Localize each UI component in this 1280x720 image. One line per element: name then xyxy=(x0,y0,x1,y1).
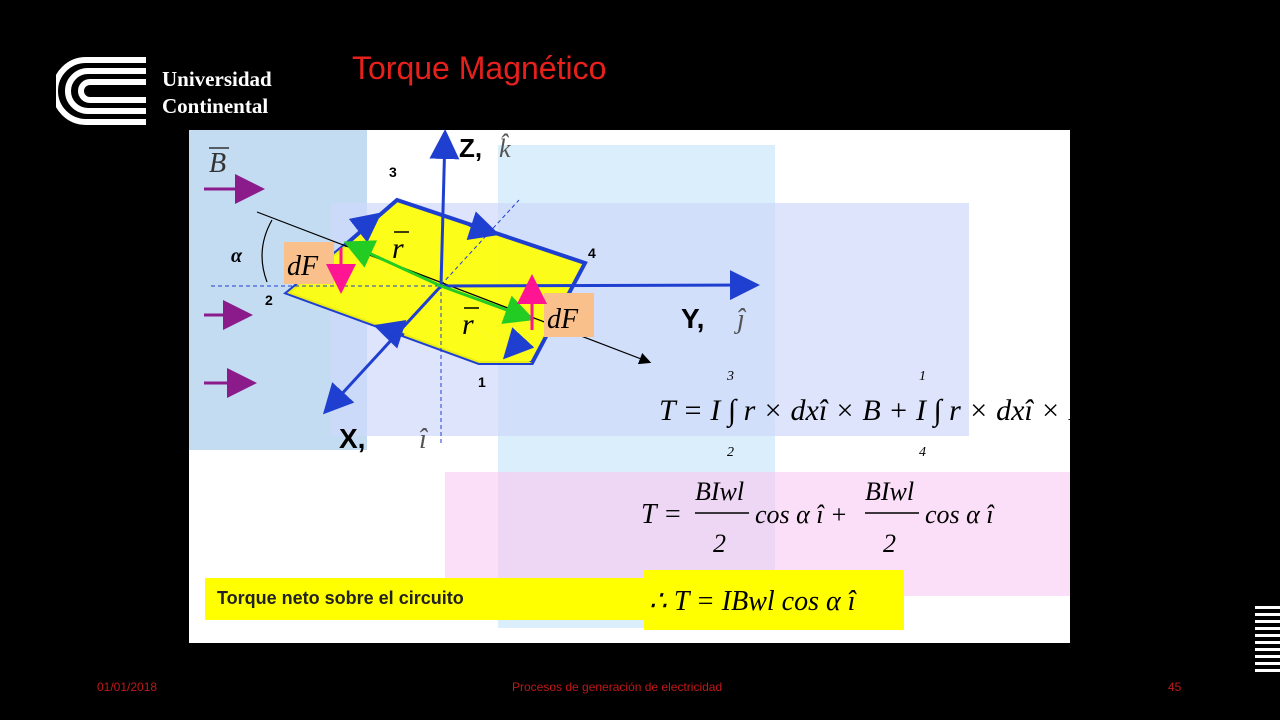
corner-2-label: 2 xyxy=(265,292,273,308)
z-axis-label: Z, xyxy=(459,133,482,163)
r-label-down: r xyxy=(462,308,474,341)
r-vector-up xyxy=(343,240,442,288)
net-torque-box xyxy=(205,578,645,620)
y-axis xyxy=(440,270,760,301)
slide-title: Torque Magnético xyxy=(352,50,607,86)
alpha-label: α xyxy=(231,245,243,267)
current-arrow xyxy=(348,212,382,243)
eq2-term-2: cos α î xyxy=(925,500,995,529)
equation-1: T = I ∫ r × dxî × B + I ∫ r × dxî × B xyxy=(659,394,1070,429)
eq2-denominator-2: 2 xyxy=(883,529,896,558)
logo-line-1: Universidad xyxy=(162,67,272,91)
dashed-ref-line xyxy=(440,199,520,286)
side-stripes-icon xyxy=(1255,606,1280,676)
result-box xyxy=(644,570,904,630)
df-box-right xyxy=(544,293,594,337)
alpha-arc xyxy=(261,219,273,283)
eq2-lhs: T = xyxy=(641,499,682,530)
df-label-right: dF xyxy=(547,304,579,335)
eq1-lower-limit-b: 4 xyxy=(919,445,926,460)
torque-diagram: B α Z, k̂ Y, ĵ X, î 1 2 3 4 xyxy=(189,130,1070,630)
net-torque-label: Torque neto sobre el circuito xyxy=(217,588,464,608)
z-axis xyxy=(429,130,460,287)
footer-course: Procesos de generación de electricidad xyxy=(512,680,723,694)
y-axis-label: Y, xyxy=(681,303,704,334)
x-axis-unit: î xyxy=(419,424,429,455)
df-box-left xyxy=(284,242,334,284)
r-label-up: r xyxy=(392,232,404,265)
b-label: B xyxy=(209,148,226,179)
y-axis-unit: ĵ xyxy=(734,304,747,335)
footer-date: 01/01/2018 xyxy=(97,680,158,694)
eq2-denominator-1: 2 xyxy=(713,529,726,558)
university-logo: Universidad Continental xyxy=(56,56,306,126)
eq1-upper-limit-b: 1 xyxy=(919,369,926,384)
logo-text: Universidad Continental xyxy=(162,66,272,120)
corner-4-label: 4 xyxy=(588,245,596,261)
z-axis-unit: k̂ xyxy=(499,134,511,163)
eq2-numerator-1: BIwl xyxy=(695,477,744,506)
footer-page-number: 45 xyxy=(1168,680,1182,694)
eq2-term-1: cos α î + xyxy=(755,500,848,529)
logo-mark-icon xyxy=(56,57,146,125)
current-arrow xyxy=(466,211,500,240)
corner-1-label: 1 xyxy=(478,374,486,390)
df-label-left: dF xyxy=(287,251,319,282)
corner-3-label: 3 xyxy=(389,164,397,180)
eq2-numerator-2: BIwl xyxy=(865,477,914,506)
eq1-upper-limit-a: 3 xyxy=(726,369,734,384)
logo-line-2: Continental xyxy=(162,94,269,118)
x-axis-label: X, xyxy=(339,423,365,454)
equation-3: ∴ T = IBwl cos α î xyxy=(649,586,858,617)
current-arrow xyxy=(502,327,535,360)
current-arrow xyxy=(373,320,407,349)
torque-figure: B α Z, k̂ Y, ĵ X, î 1 2 3 4 xyxy=(189,130,1070,643)
r-vector-down xyxy=(440,284,535,324)
eq1-lower-limit-a: 2 xyxy=(727,445,734,460)
